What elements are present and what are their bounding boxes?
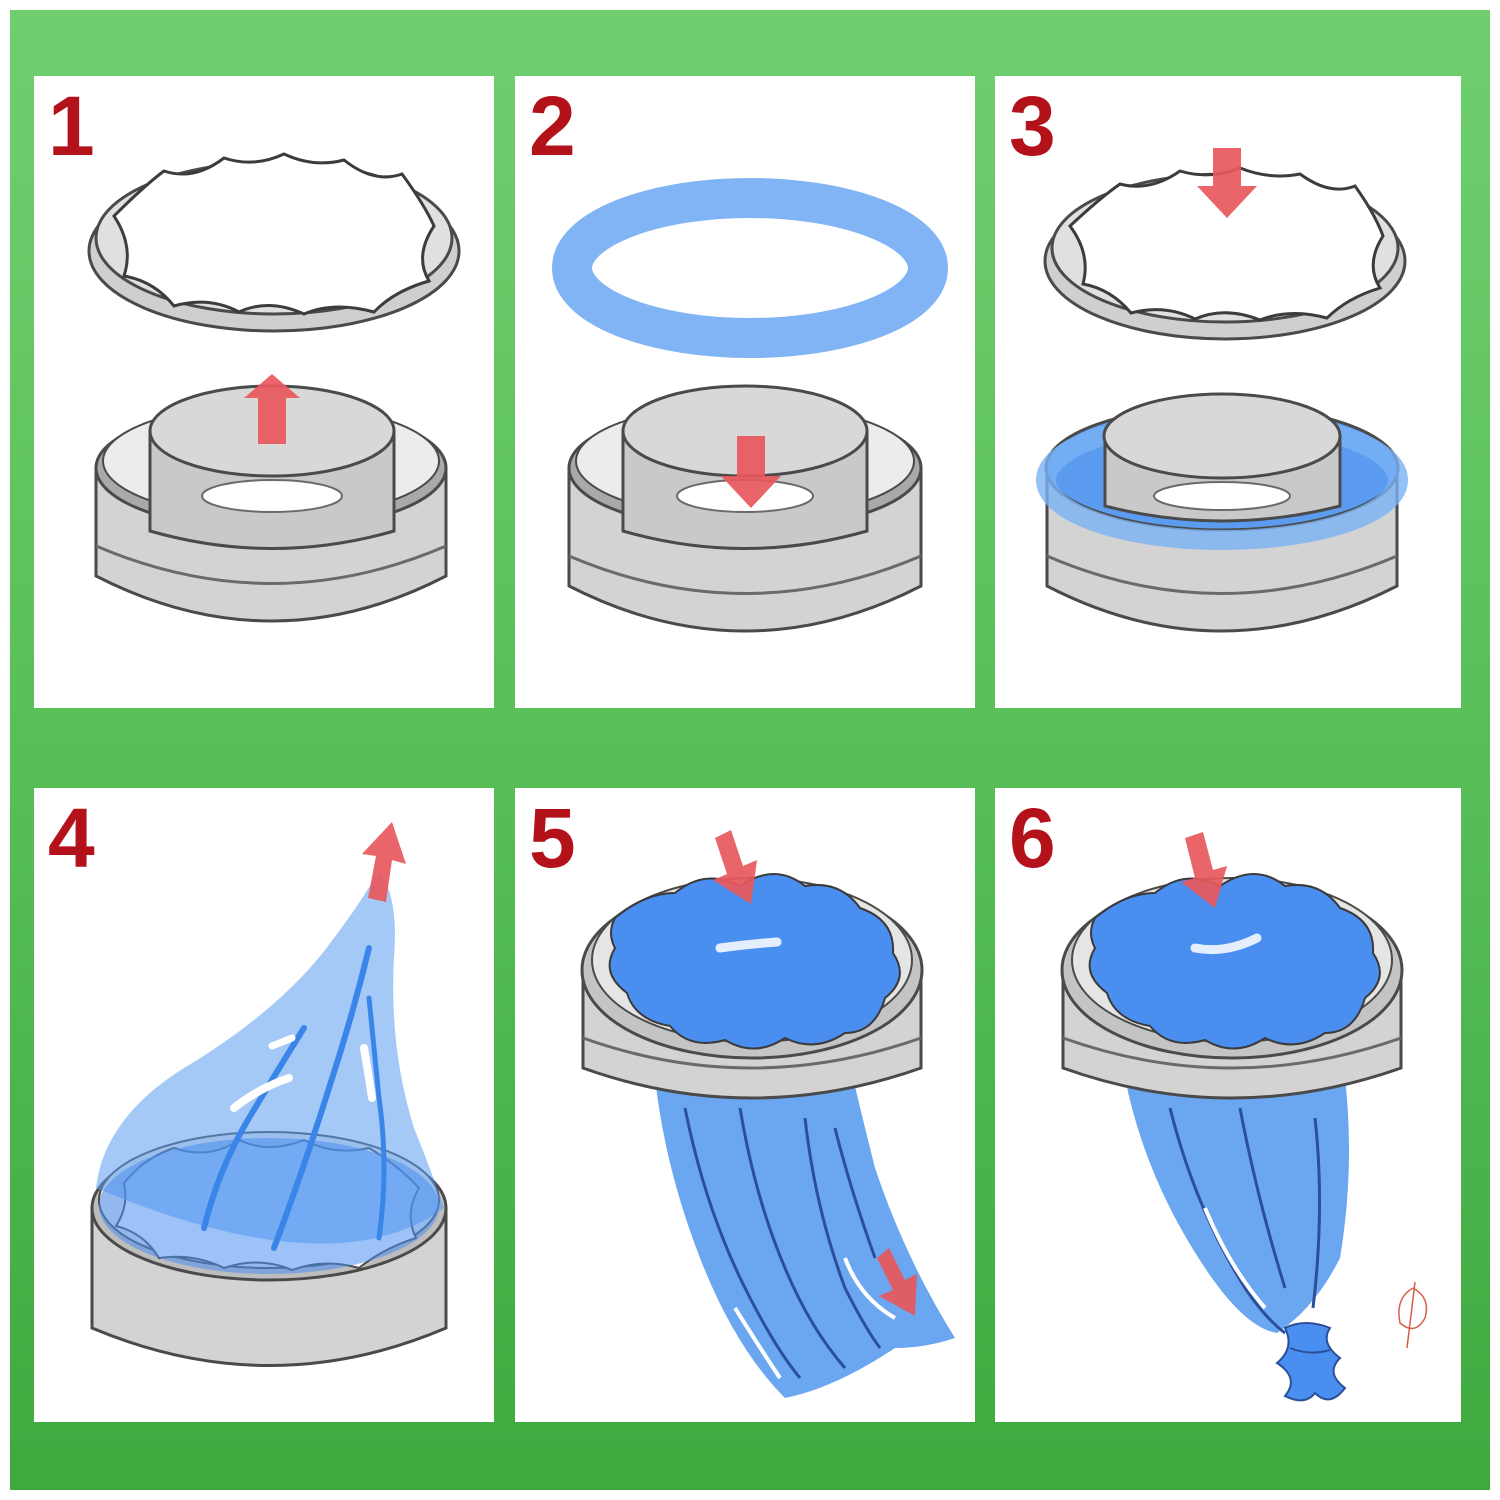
step-3-illustration (1036, 148, 1408, 633)
step-panel-3: 3 (995, 76, 1461, 708)
blue-bag (96, 870, 444, 1274)
base-with-blue-ring (1036, 392, 1408, 633)
base-ring (567, 384, 923, 633)
down-arrow-icon (721, 436, 781, 508)
step-number-1: 1 (48, 79, 95, 173)
step-2-illustration (552, 178, 948, 633)
scribble-mark (1398, 1281, 1428, 1349)
instruction-frame: 1 2 (10, 10, 1490, 1490)
up-arrow-icon (362, 822, 406, 902)
down-arrow-icon (877, 1248, 917, 1316)
canister (580, 873, 924, 1100)
step-panel-1: 1 (34, 76, 494, 708)
step-1-illustration (87, 152, 461, 623)
down-arrow-icon (1197, 148, 1257, 218)
step-5-illustration (580, 830, 955, 1398)
down-arrow-icon (713, 830, 757, 904)
blue-bag-tied (1125, 1078, 1349, 1402)
step-panel-6: 6 (995, 788, 1461, 1422)
step-number-4: 4 (48, 791, 95, 885)
down-arrow-icon (1181, 832, 1227, 908)
step-4-illustration (90, 822, 448, 1367)
blue-ring (552, 178, 948, 358)
step-number-5: 5 (529, 791, 576, 885)
step-number-3: 3 (1009, 79, 1056, 173)
blue-bag-hanging (655, 1078, 955, 1398)
step-panel-5: 5 (515, 788, 975, 1422)
step-panel-2: 2 (515, 76, 975, 708)
wavy-lid (87, 152, 461, 333)
step-6-illustration (1060, 832, 1428, 1402)
up-arrow-icon (244, 374, 300, 444)
wavy-lid (1043, 166, 1407, 341)
step-panel-4: 4 (34, 788, 494, 1422)
step-number-6: 6 (1009, 791, 1056, 885)
step-number-2: 2 (529, 79, 576, 173)
canister (1060, 873, 1404, 1100)
